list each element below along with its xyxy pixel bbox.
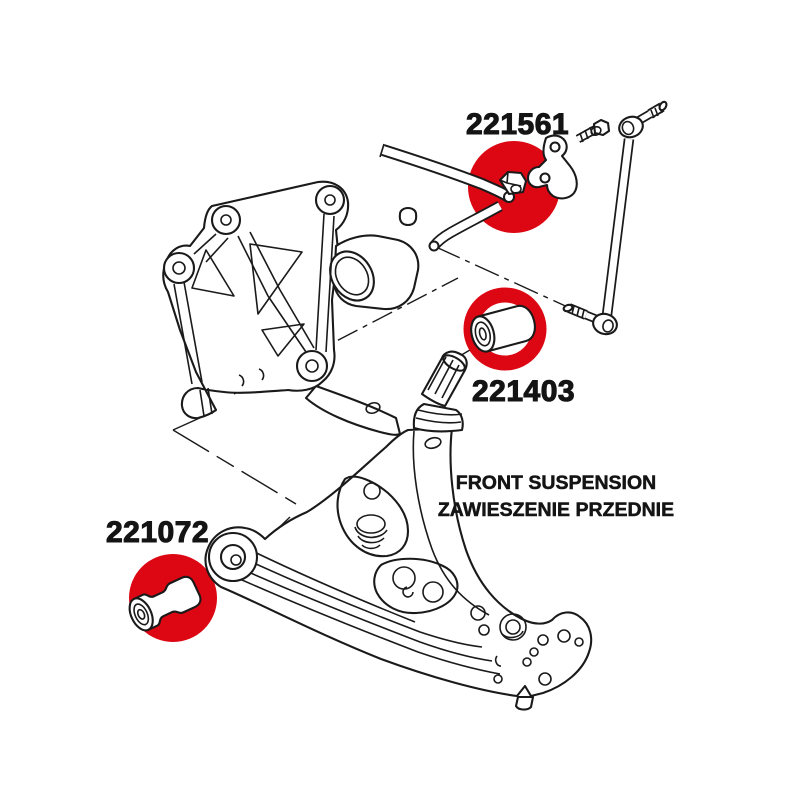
part-number-221072: 221072	[106, 516, 209, 549]
clamp-bolt-drawing	[575, 118, 611, 143]
stabilizer-clamp-drawing	[526, 134, 578, 200]
stabilizer-bushing-nut-drawing	[498, 170, 528, 196]
bushing-221403-drawing	[470, 304, 536, 353]
bushing-221072-drawing	[128, 575, 202, 632]
subframe-bracket-drawing	[162, 180, 420, 436]
caption-english: FRONT SUSPENSION	[456, 472, 656, 494]
control-arm-drawing	[204, 350, 593, 711]
stabilizer-link-drawing	[562, 100, 668, 336]
stabilizer-small-nut-drawing	[398, 206, 418, 227]
part-number-221403: 221403	[472, 375, 575, 408]
part-number-221561: 221561	[466, 108, 569, 141]
stabilizer-bar-drawing	[379, 118, 611, 252]
caption-polish: ZAWIESZENIE PRZEDNIE	[438, 499, 674, 521]
